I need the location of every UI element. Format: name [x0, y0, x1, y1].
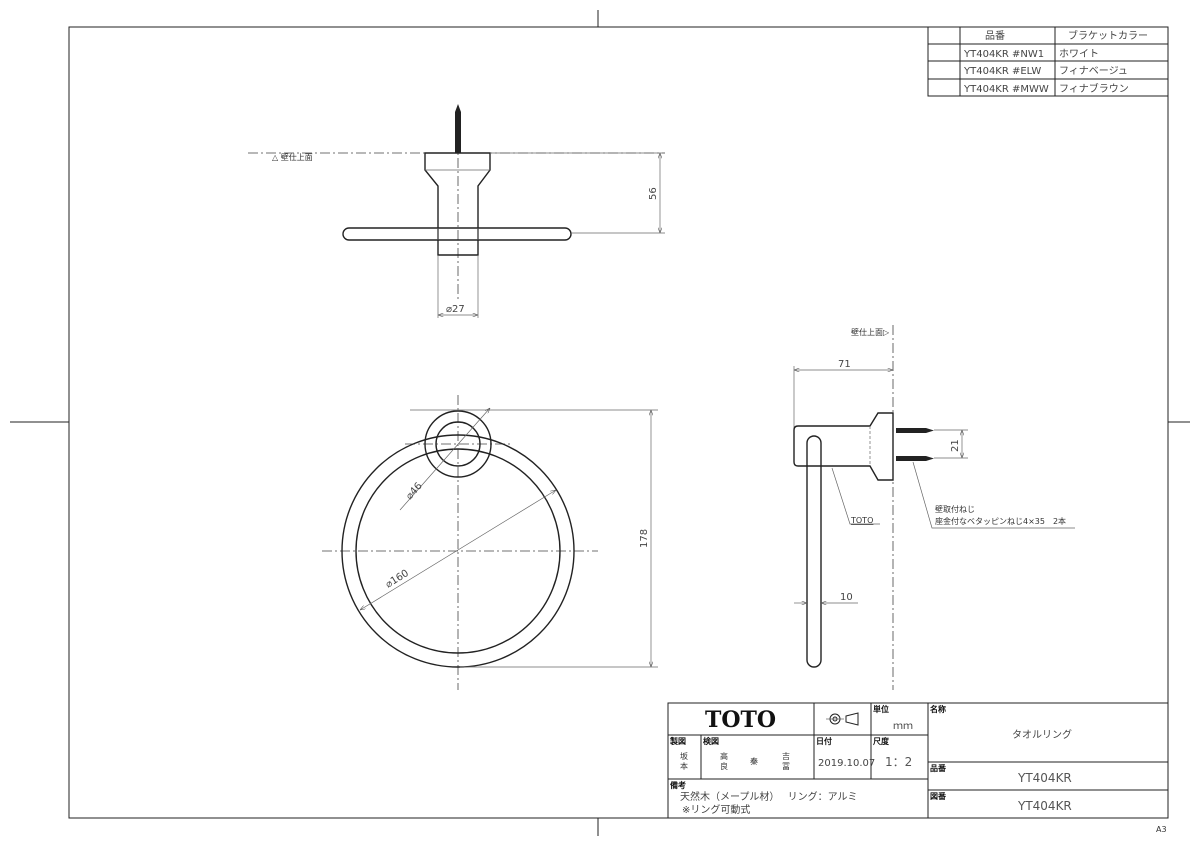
- side-view: 壁仕上面▷ 71 21 TOTO 壁取付ねじ 座金付なベタッピンねじ4×35 2…: [793, 325, 1075, 690]
- screw-icon: [896, 456, 934, 461]
- dim-ring-thickness: 10: [840, 592, 853, 603]
- checked-label: 検図: [703, 736, 719, 746]
- screw-note-2: 座金付なベタッピンねじ4×35 2本: [935, 516, 1066, 526]
- drawing-number-value: YT404KR: [1017, 799, 1072, 813]
- date-label: 日付: [816, 736, 832, 746]
- wall-surface-label: △ 壁仕上面: [272, 152, 313, 162]
- checker-name: 高: [720, 751, 728, 761]
- wall-surface-label: 壁仕上面▷: [851, 327, 890, 337]
- drawn-value: 坂: [680, 751, 688, 761]
- variant-part: YT404KR #ELW: [963, 66, 1041, 77]
- screw-icon: [455, 104, 461, 153]
- drawn-value: 本: [680, 761, 688, 771]
- remarks-line: 天然木（メープル材） リング：アルミ: [680, 790, 857, 803]
- screw-note-1: 壁取付ねじ: [935, 504, 975, 514]
- dim-depth: 71: [838, 359, 851, 370]
- unit-value: ｍｍ: [893, 721, 913, 732]
- unit-label: 単位: [873, 704, 889, 714]
- dim-screw-pitch: 21: [950, 439, 961, 452]
- drawn-label: 製図: [669, 736, 686, 746]
- title-block: TOTO 単位 ｍｍ 名称 タオルリング 製図 坂 本 検図 高 良 秦 吉 冨…: [667, 702, 1169, 819]
- toto-logo: TOTO: [705, 707, 776, 733]
- dim-ring-height: 178: [639, 529, 650, 548]
- checker-name: 冨: [782, 762, 790, 771]
- name-label: 名称: [930, 704, 946, 714]
- scale-value: 1：2: [885, 755, 912, 769]
- dim-height: 56: [648, 187, 659, 200]
- variant-table: 品番 ブラケットカラー YT404KR #NW1 ホワイト YT404KR #E…: [927, 26, 1169, 97]
- logo-callout: TOTO: [850, 516, 873, 525]
- date-value: 2019.10.07: [818, 758, 875, 769]
- top-view: △ 壁仕上面 56 ⌀27: [248, 104, 665, 318]
- header-part: 品番: [985, 30, 1005, 42]
- front-view: 178 ⌀46 ⌀160: [322, 395, 658, 690]
- remarks-line: ※リング可動式: [682, 803, 750, 816]
- screw-icon: [896, 428, 934, 433]
- dim-small-diameter: ⌀46: [404, 481, 425, 502]
- scale-label: 尺度: [873, 736, 890, 746]
- drawing-number-label: 図番: [930, 791, 947, 801]
- variant-color: フィナブラウン: [1059, 82, 1129, 95]
- checker-name: 秦: [750, 756, 758, 766]
- variant-color: フィナベージュ: [1059, 65, 1128, 77]
- header-color: ブラケットカラー: [1068, 29, 1148, 42]
- checker-name: 良: [720, 761, 728, 771]
- variant-part: YT404KR #NW1: [963, 49, 1044, 60]
- name-value: タオルリング: [1012, 728, 1072, 741]
- variant-color: ホワイト: [1059, 48, 1099, 60]
- dim-diameter: ⌀27: [446, 304, 465, 315]
- sheet-size: A3: [1156, 825, 1167, 834]
- remarks-label: 備考: [670, 780, 686, 790]
- part-label: 品番: [930, 763, 947, 773]
- drawing-frame: A3: [10, 10, 1190, 836]
- variant-part: YT404KR #MWW: [963, 84, 1049, 95]
- third-angle-projection-icon: [826, 712, 859, 726]
- part-value: YT404KR: [1017, 771, 1072, 785]
- checker-name: 吉: [782, 752, 790, 761]
